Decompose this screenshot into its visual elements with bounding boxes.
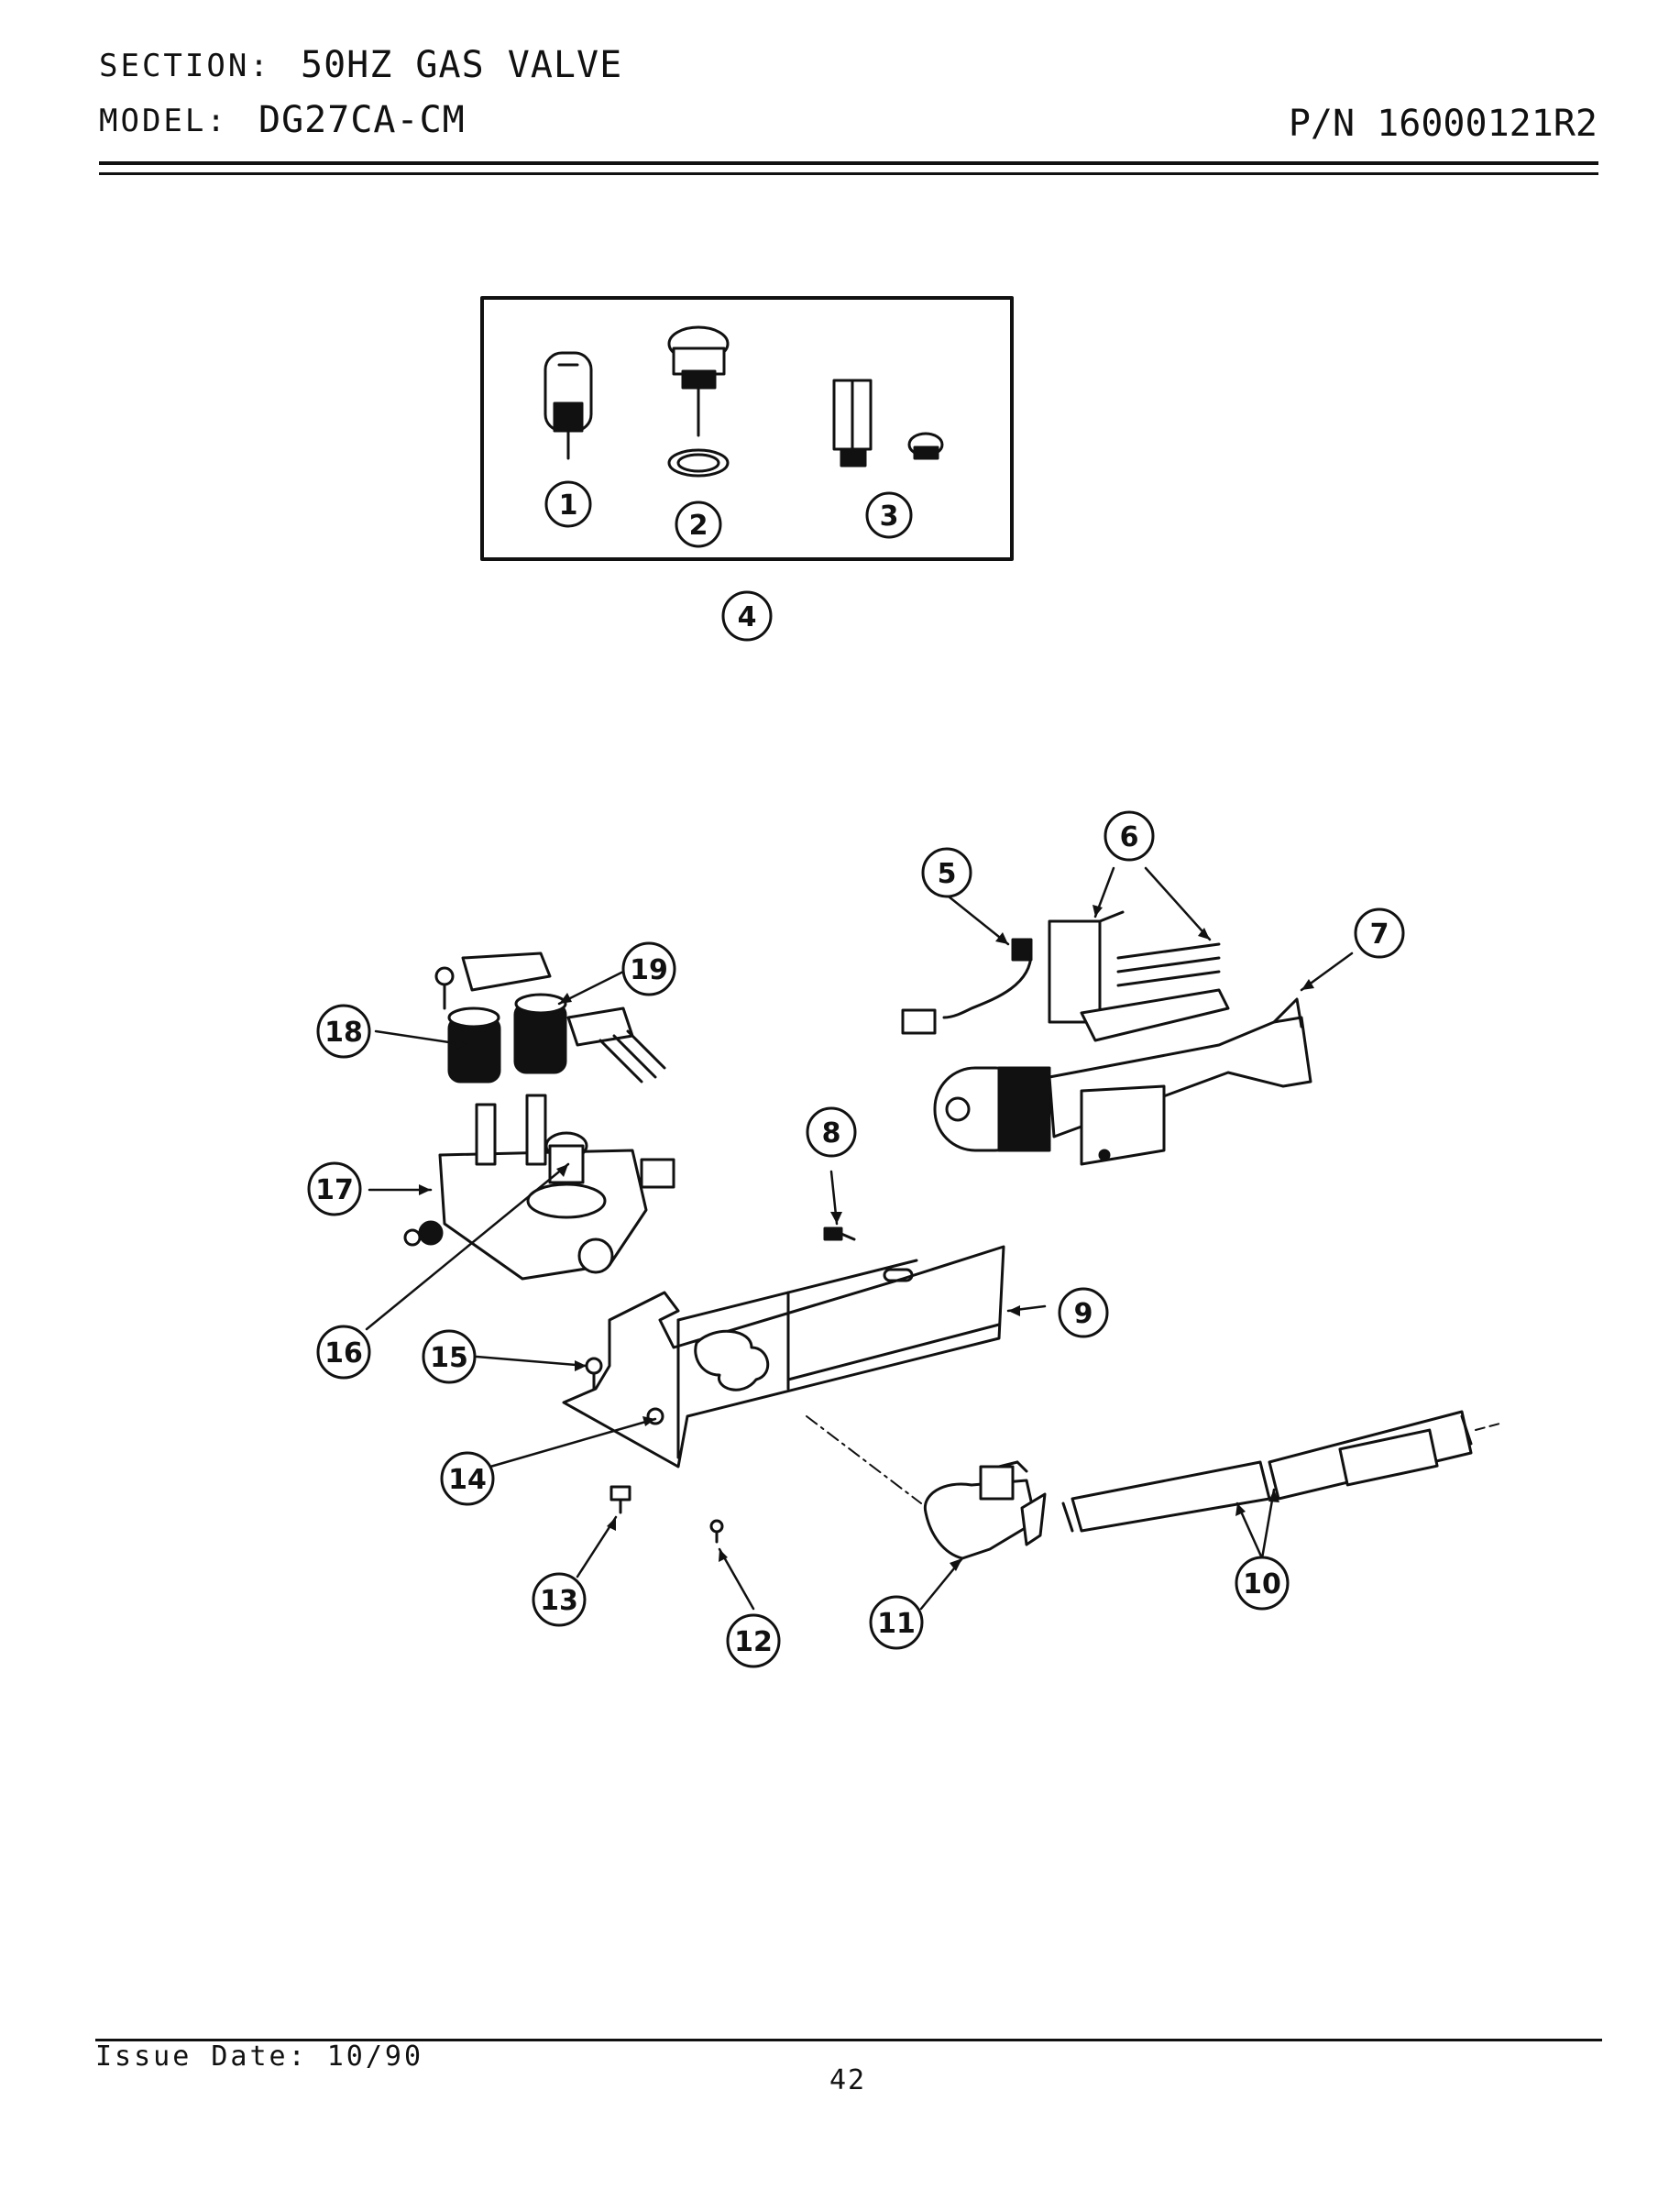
screw-12 bbox=[709, 1519, 724, 1544]
callout-12: 12 bbox=[726, 1613, 781, 1668]
screw-8 bbox=[823, 1226, 856, 1241]
callout-19: 19 bbox=[621, 941, 676, 996]
callout-15: 15 bbox=[422, 1329, 477, 1384]
section-label: SECTION: bbox=[99, 48, 271, 84]
callout-number: 4 bbox=[738, 601, 757, 633]
callout-14: 14 bbox=[440, 1451, 495, 1506]
callout-number: 1 bbox=[559, 490, 578, 522]
header-rule-bottom bbox=[99, 172, 1598, 175]
callout-number: 5 bbox=[938, 858, 957, 890]
callout-8: 8 bbox=[806, 1106, 857, 1158]
footer-rule bbox=[95, 2039, 1602, 2041]
burner-assembly bbox=[901, 910, 1312, 1166]
callout-13: 13 bbox=[532, 1572, 587, 1627]
callout-number: 18 bbox=[324, 1017, 363, 1049]
callout-number: 13 bbox=[540, 1585, 578, 1617]
callout-number: 14 bbox=[448, 1464, 487, 1496]
callout-number: 7 bbox=[1370, 918, 1389, 951]
callout-number: 16 bbox=[324, 1337, 363, 1370]
mounting-bracket bbox=[562, 1245, 1005, 1468]
callout-2: 2 bbox=[675, 500, 722, 548]
orifice-part bbox=[544, 351, 593, 460]
section-title: 50HZ GAS VALVE bbox=[301, 44, 623, 86]
model-label: MODEL: bbox=[99, 103, 228, 139]
inlet-elbow bbox=[923, 1460, 1047, 1560]
callout-5: 5 bbox=[921, 847, 972, 898]
header-rule-top bbox=[99, 161, 1598, 165]
model-number: DG27CA-CM bbox=[258, 99, 466, 141]
callout-number: 19 bbox=[630, 954, 668, 986]
callout-16: 16 bbox=[316, 1325, 371, 1380]
callout-4: 4 bbox=[721, 590, 773, 642]
callout-number: 2 bbox=[689, 510, 708, 542]
page-number: 42 bbox=[829, 2064, 867, 2096]
callout-17: 17 bbox=[307, 1161, 362, 1216]
callout-6: 6 bbox=[1104, 810, 1155, 862]
callout-3: 3 bbox=[865, 491, 913, 539]
gas-valve-body bbox=[403, 1094, 675, 1281]
callout-number: 3 bbox=[880, 500, 899, 533]
regulator-cap-part bbox=[667, 325, 730, 478]
hex-fitting-part bbox=[832, 379, 944, 468]
solenoid-coils bbox=[434, 952, 666, 1084]
gas-pipe bbox=[1061, 1410, 1473, 1533]
screw-13 bbox=[609, 1485, 631, 1514]
callout-number: 8 bbox=[822, 1117, 841, 1150]
callout-number: 10 bbox=[1243, 1568, 1281, 1600]
part-number: P/N 16000121R2 bbox=[1288, 103, 1598, 145]
callout-number: 12 bbox=[734, 1626, 773, 1658]
callout-number: 9 bbox=[1074, 1298, 1093, 1330]
callout-number: 6 bbox=[1120, 821, 1139, 853]
callout-9: 9 bbox=[1058, 1287, 1109, 1338]
callout-number: 15 bbox=[430, 1342, 468, 1374]
callout-7: 7 bbox=[1354, 908, 1405, 959]
callout-11: 11 bbox=[869, 1595, 924, 1650]
kit-box bbox=[480, 296, 1014, 561]
callout-18: 18 bbox=[316, 1004, 371, 1059]
callout-1: 1 bbox=[544, 480, 592, 528]
callout-number: 17 bbox=[315, 1174, 354, 1206]
callout-number: 11 bbox=[877, 1608, 916, 1640]
issue-date: Issue Date: 10/90 bbox=[95, 2040, 424, 2073]
callout-10: 10 bbox=[1235, 1556, 1290, 1611]
